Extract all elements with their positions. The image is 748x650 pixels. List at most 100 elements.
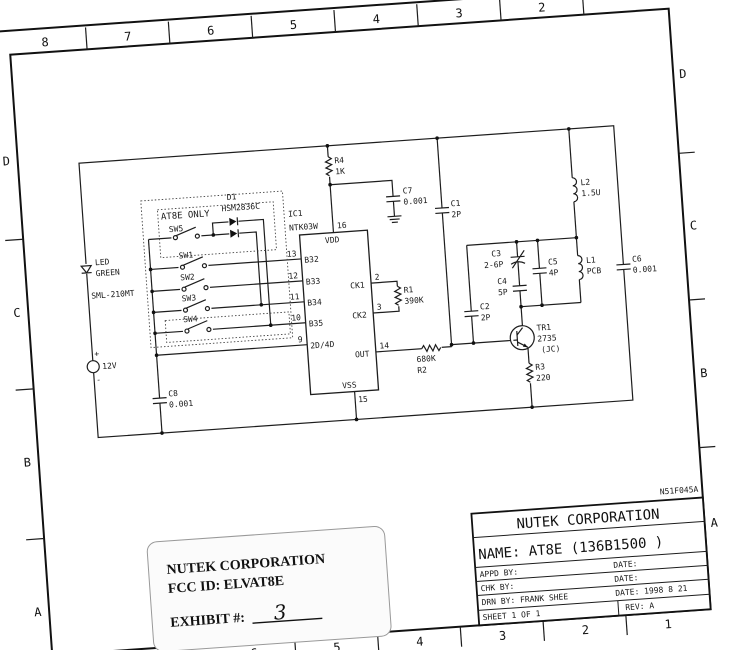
column-label: 5 (333, 640, 341, 650)
ic1-pin-name: OUT (355, 349, 370, 359)
l2-value: 1.5U (581, 188, 601, 198)
c7-value: 0.001 (403, 196, 428, 207)
r1-value: 390K (404, 295, 424, 305)
row-label: C (13, 306, 21, 320)
c2-value: 2P (480, 313, 490, 323)
ic1-vdd: VDD (325, 235, 340, 245)
battery-value: 12V (102, 361, 117, 371)
r3-value: 220 (536, 373, 551, 383)
ic1-pin-num: 11 (290, 292, 300, 302)
ground-icon (387, 215, 402, 224)
column-label: 2 (581, 623, 589, 637)
led-color: GREEN (95, 268, 120, 279)
ic1-pin-num: 2 (374, 272, 380, 281)
sw3-label: SW3 (181, 293, 196, 303)
sw2-label: SW2 (180, 272, 195, 282)
r4-ref: R4 (334, 156, 344, 166)
column-label: 3 (455, 6, 463, 20)
ic1-ref: IC1 (288, 209, 303, 219)
l1-value: PCB (586, 266, 601, 276)
r2-ref: R2 (417, 365, 427, 375)
ic1-pin-name: B34 (307, 298, 322, 308)
junction-dots (148, 127, 579, 435)
appd-by: APPD BY: (479, 568, 518, 580)
ic1-pin-name: CK2 (352, 310, 367, 320)
c4-value: 5P (498, 288, 508, 298)
switch-sw4 (182, 320, 214, 336)
capacitor-c8 (152, 397, 167, 405)
column-label: 1 (664, 617, 672, 631)
row-label: D (679, 67, 687, 81)
row-label: C (689, 218, 697, 232)
capacitor-c7 (386, 195, 401, 203)
switch-sw2 (179, 278, 211, 294)
row-label: B (700, 366, 708, 380)
revision: REV: A (625, 601, 655, 612)
sw5-label: SW5 (169, 224, 184, 234)
capacitor-c6 (616, 263, 631, 271)
r2-value: 680K (416, 354, 436, 364)
sticker-exhibit-label: EXHIBIT #: (170, 611, 246, 631)
inductor-l1 (577, 255, 584, 281)
capacitor-c2 (464, 310, 479, 318)
title-block: NUTEK CORPORATION NAME: AT8E (136B1500 )… (470, 496, 712, 627)
c8-value: 0.001 (169, 399, 194, 410)
tr1-part: 2735 (537, 333, 557, 343)
c2-ref: C2 (480, 302, 490, 312)
c6-ref: C6 (632, 254, 642, 264)
switch-sw5 (171, 226, 202, 242)
led-symbol (79, 263, 93, 275)
diode-d1 (228, 216, 240, 239)
column-label: 6 (250, 646, 258, 650)
switch-sw1 (178, 256, 209, 272)
inductor-l2 (572, 177, 579, 203)
ic1-pin-name: CK1 (350, 281, 365, 291)
sw1-label: SW1 (178, 250, 193, 260)
ic1-pin-name: B33 (306, 277, 321, 287)
r4-value: 1K (335, 167, 345, 177)
r1-ref: R1 (403, 285, 413, 295)
d1-ref: D1 (226, 192, 236, 202)
ic1-pin-num: 10 (291, 313, 301, 323)
at8e-only-label: AT8E ONLY (161, 209, 211, 222)
ic1-pin-vdd-num: 16 (337, 221, 347, 231)
battery-plus: + (94, 349, 100, 358)
ic1-part: NTK03W (289, 222, 319, 233)
option-boundary (140, 190, 294, 349)
c6-value: 0.001 (633, 264, 658, 275)
l2-ref: L2 (580, 178, 590, 188)
row-label: B (23, 455, 31, 469)
column-label: 8 (41, 35, 49, 49)
row-label: A (34, 605, 43, 620)
c7-ref: C7 (402, 186, 412, 196)
resistor-r4 (324, 156, 334, 177)
c5-ref: C5 (548, 257, 558, 267)
led-part: SML-210MT (91, 289, 135, 301)
fcc-exhibit-sticker: NUTEK CORPORATION FCC ID: ELVAT8E EXHIBI… (146, 525, 392, 650)
column-label: 3 (499, 629, 507, 643)
tr1-ref: TR1 (536, 323, 551, 333)
ic1-body (298, 229, 380, 396)
resistor-r2 (421, 343, 442, 353)
resistor-r1 (393, 285, 403, 306)
ic1-pin-num: 9 (298, 335, 304, 344)
ic1-vss: VSS (342, 380, 357, 390)
ic1-pin-num: 3 (376, 302, 382, 311)
l1-ref: L1 (586, 255, 596, 265)
column-label: 2 (538, 0, 546, 14)
resistor-r3 (525, 362, 535, 383)
ic1-pin-name: B35 (308, 319, 323, 329)
appd-date: DATE: (613, 559, 638, 570)
column-label: 5 (289, 18, 297, 32)
row-label: D (2, 154, 10, 168)
capacitor-c1 (434, 206, 450, 215)
tr1-note: (JC) (541, 344, 561, 354)
chk-by: CHK BY: (480, 582, 514, 593)
c5-value: 4P (548, 268, 558, 278)
switch-sw3 (181, 299, 212, 315)
c1-ref: C1 (450, 199, 460, 209)
column-label: 6 (207, 23, 215, 37)
ic1-pin-num: 12 (288, 271, 298, 281)
row-label: A (710, 515, 719, 530)
